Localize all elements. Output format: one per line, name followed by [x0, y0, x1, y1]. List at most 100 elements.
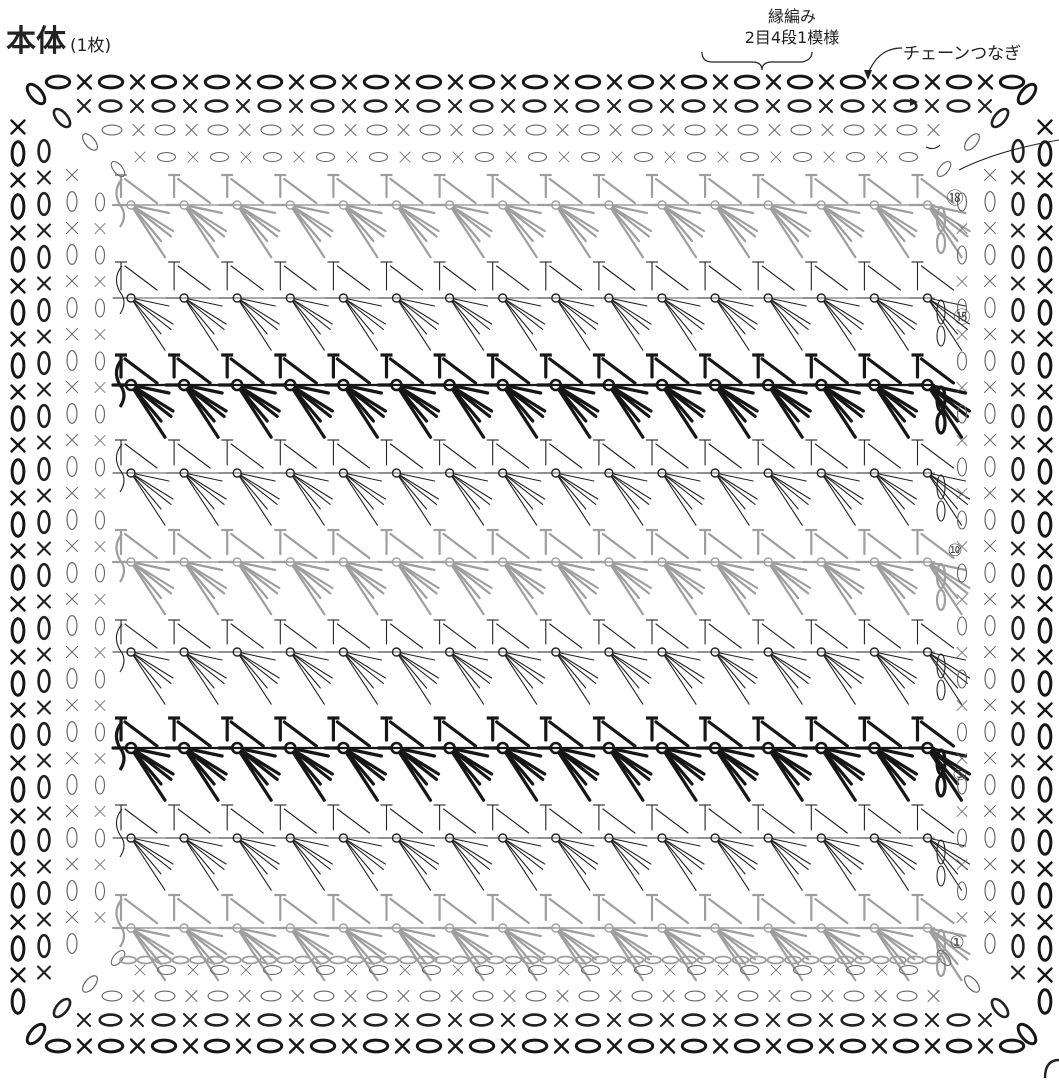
single-crochet-symbol [1039, 280, 1052, 293]
row-marker-15: ⑮ [954, 308, 971, 328]
pattern-row-group [113, 175, 970, 257]
slant-stitch [603, 809, 635, 833]
pattern-rows [113, 175, 970, 980]
single-crochet-symbol [957, 489, 967, 499]
slant-stitch [337, 444, 369, 468]
slant-stitch [125, 809, 157, 833]
slant-stitch [284, 809, 316, 833]
single-crochet-symbol [985, 753, 996, 764]
slant-stitch [125, 624, 157, 648]
pattern-row-group [113, 530, 970, 614]
chain-symbol [1039, 248, 1051, 271]
single-crochet-symbol [714, 100, 726, 112]
chain-symbol [418, 101, 440, 112]
slant-stitch [497, 809, 529, 833]
chain-symbol [295, 957, 311, 964]
chain-symbol [958, 617, 967, 635]
slant-stitch [709, 899, 741, 923]
single-crochet-symbol [95, 701, 105, 711]
chain-symbol [12, 884, 24, 907]
single-crochet-symbol [957, 860, 967, 870]
single-crochet-symbol [95, 277, 105, 287]
chain-symbol [314, 125, 334, 135]
slant-stitch [656, 444, 688, 468]
single-crochet-symbol [1039, 492, 1052, 505]
chain-symbol [1013, 193, 1024, 215]
slant-stitch [709, 444, 741, 468]
single-crochet-symbol [824, 965, 834, 975]
chain-symbol [579, 991, 599, 1001]
chain-symbol [529, 153, 547, 162]
fan-stroke [662, 298, 696, 350]
chain-symbol [278, 957, 294, 964]
chain-symbol [153, 101, 175, 112]
single-crochet-symbol [131, 1014, 143, 1026]
slant-stitch [391, 534, 423, 558]
chain-symbol [1013, 882, 1024, 904]
chain-symbol [370, 153, 388, 162]
single-crochet-symbol [95, 807, 105, 817]
chain-symbol [264, 153, 282, 162]
single-crochet-symbol [663, 125, 674, 136]
single-crochet-symbol [12, 969, 25, 982]
chain-symbol [715, 957, 731, 964]
chain-symbol [1013, 617, 1024, 639]
slant-stitch [868, 809, 900, 833]
single-crochet-symbol [767, 100, 779, 112]
chain-symbol [258, 76, 281, 88]
single-crochet-symbol [1039, 969, 1052, 982]
slant-stitch [125, 444, 157, 468]
single-crochet-symbol [239, 125, 250, 136]
fan-stroke [290, 838, 324, 890]
pattern-row-group [113, 440, 970, 525]
chain-symbol [1039, 460, 1051, 483]
chain-symbol [24, 81, 48, 106]
single-crochet-symbol [237, 1014, 249, 1026]
slant-stitch [391, 899, 423, 923]
chain-symbol [962, 131, 982, 153]
single-crochet-symbol [67, 647, 78, 658]
chain-symbol [96, 882, 105, 900]
single-crochet-symbol [12, 280, 25, 293]
chain-symbol [841, 1040, 864, 1052]
chain-symbol [261, 991, 281, 1001]
slant-stitch [868, 534, 900, 558]
single-crochet-symbol [95, 860, 105, 870]
single-crochet-symbol [38, 861, 50, 873]
slant-stitch [284, 534, 316, 558]
single-crochet-symbol [873, 100, 885, 112]
chain-symbol [96, 405, 105, 423]
chain-symbol [152, 76, 175, 88]
chain-symbol [791, 991, 811, 1001]
single-crochet-symbol [186, 991, 197, 1002]
chain-symbol [1015, 81, 1039, 106]
chain-symbol [985, 775, 995, 795]
chain-symbol [523, 1040, 546, 1052]
fan-stroke [503, 652, 537, 704]
single-crochet-symbol [873, 1014, 885, 1026]
chain-symbol [908, 957, 924, 964]
slant-stitch [178, 899, 210, 923]
row-marker-18: ⑱ [947, 189, 964, 209]
single-crochet-symbol [979, 1040, 992, 1053]
chain-symbol [842, 101, 864, 112]
chain-symbol [985, 510, 995, 530]
corner-curl [1045, 1060, 1059, 1078]
chain-symbol [67, 351, 77, 371]
chain-symbol [985, 616, 995, 636]
slant-stitch [444, 809, 476, 833]
chain-symbol [67, 828, 77, 848]
chain-symbol [96, 776, 105, 794]
single-crochet-symbol [343, 76, 356, 89]
single-crochet-symbol [1012, 490, 1024, 502]
single-crochet-symbol [769, 991, 780, 1002]
single-crochet-symbol [290, 100, 302, 112]
chain-symbol [348, 957, 364, 964]
single-crochet-symbol [12, 863, 25, 876]
chain-symbol [985, 298, 995, 318]
slant-stitch [762, 534, 794, 558]
slant-stitch [444, 899, 476, 923]
chain-symbol [158, 153, 176, 162]
chain-symbol [476, 153, 494, 162]
chain-symbol [12, 619, 24, 642]
